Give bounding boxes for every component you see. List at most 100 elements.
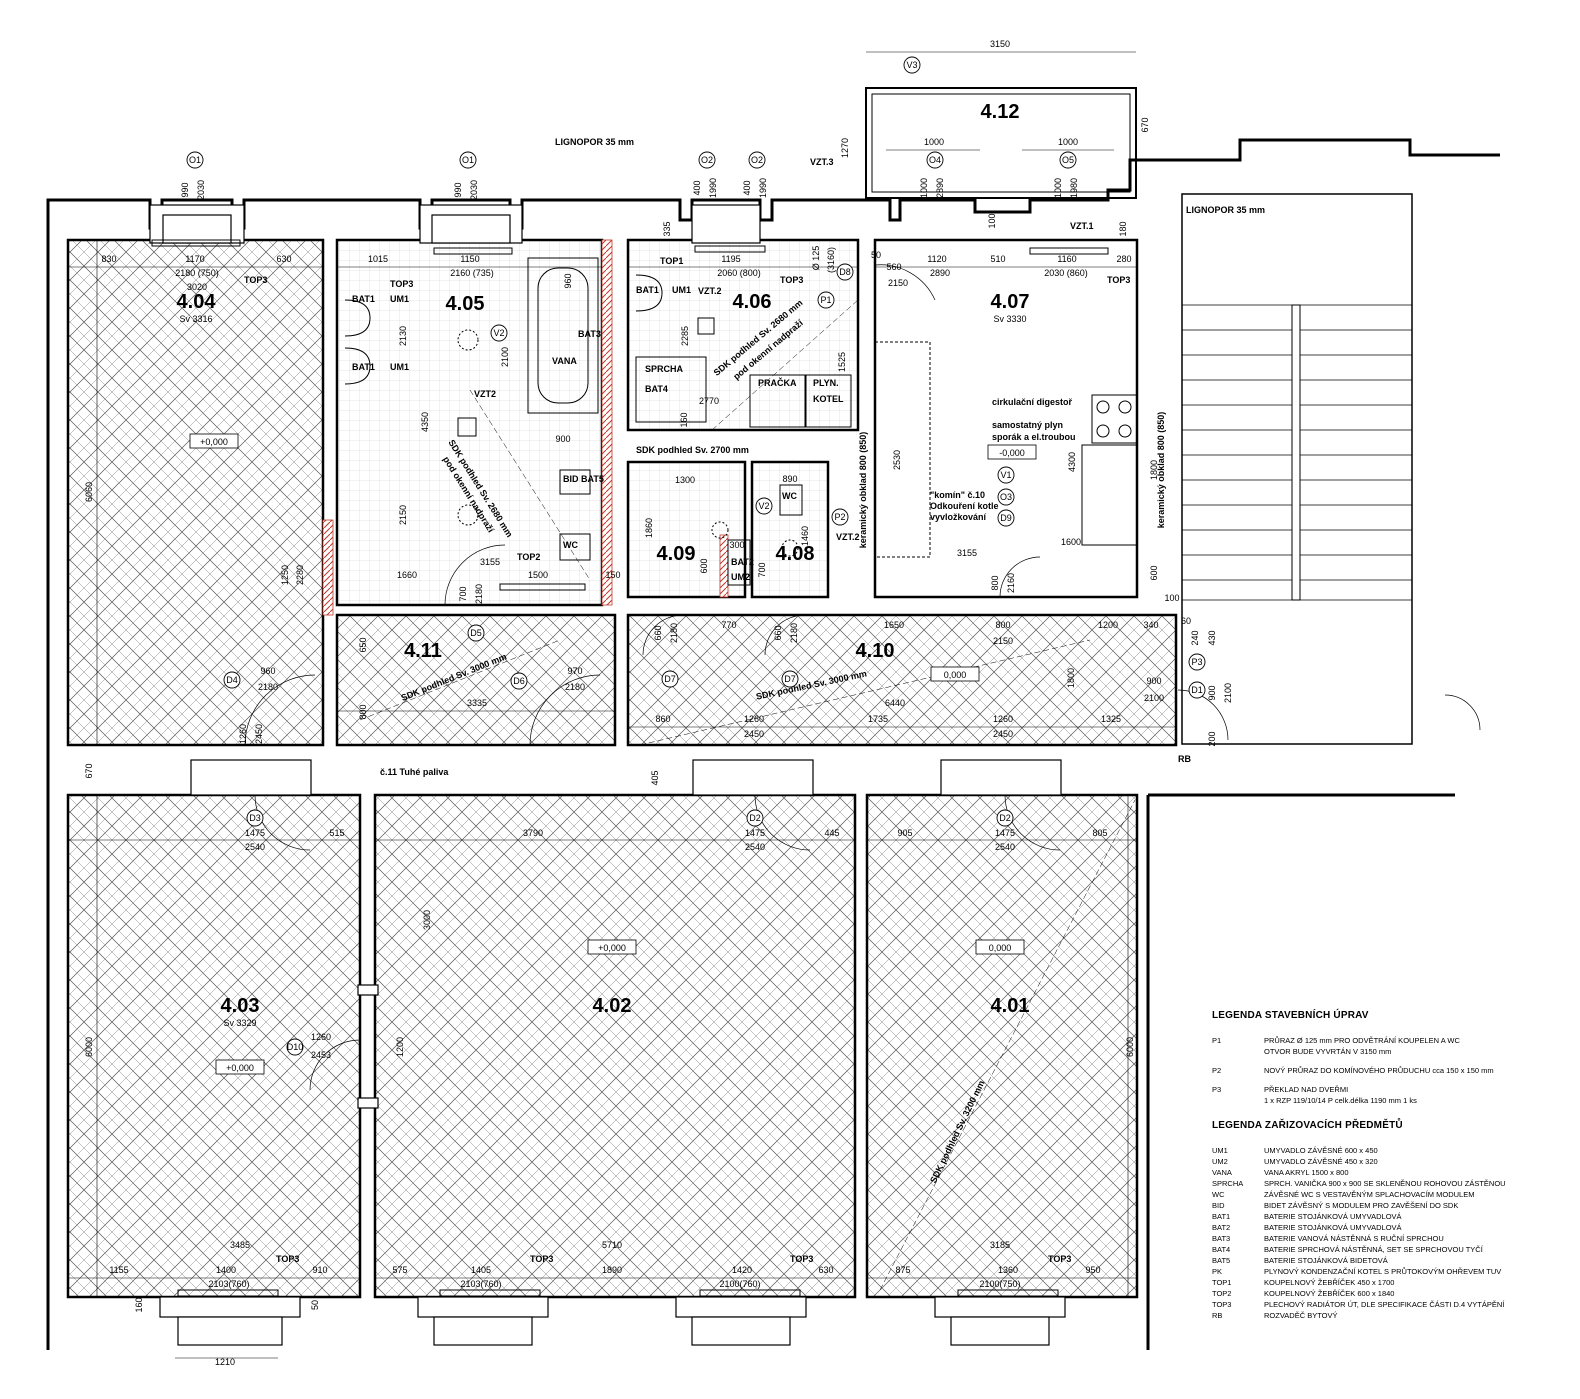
tag-circle [1188,681,1206,699]
dimension-value: 50 [310,1300,320,1310]
dimension-value: 1200 [395,1037,405,1057]
legend-key: BAT3 [1212,1234,1231,1243]
dimension-value: 2180 [789,623,799,643]
plan-annotation: VZT2 [474,389,496,399]
element-tag: O1 [189,155,201,165]
dimension-value: 2450 [744,729,764,739]
element-tag: D5 [470,628,482,638]
dimension-value: 200 [1207,731,1217,746]
dimension-value: 2180 [565,682,585,692]
room-number: 4.11 [404,640,442,662]
element-tag: D9 [1000,513,1012,523]
dimension-value: 900 [1146,676,1161,686]
legend-value: ROZVADĚČ BYTOVÝ [1264,1311,1338,1320]
dimension-value: 2180 [474,584,484,604]
rotated-annotation: keramický obklad 800 (850) [858,432,868,549]
legend-key: BAT4 [1212,1245,1231,1254]
dimension-value: 2540 [745,842,765,852]
dimension-value: 2130 [398,326,408,346]
dimension-value: 1475 [245,828,265,838]
dimension-value: 990 [180,182,190,197]
dimension-value: 430 [1207,630,1217,645]
plan-annotation: PLYN. [813,378,839,388]
dimension-value: 830 [101,254,116,264]
dimension-value: 560 [886,262,901,272]
dimension-value: 700 [458,586,468,601]
plan-annotation: TOP3 [1107,275,1130,285]
legend-key: TOP2 [1212,1289,1232,1298]
dimension-value: 890 [782,474,797,484]
dimension-value: 2890 [930,268,950,278]
legend-key: PK [1212,1267,1223,1276]
dimension-value: 900 [1207,685,1217,700]
dimension-value: 1475 [745,828,765,838]
dimension-value: 445 [824,828,839,838]
floor-fill [68,240,1176,1297]
dimension-value: 1660 [397,570,417,580]
dimension-value: 1260 [311,1032,331,1042]
floor-level: +0,000 [226,1063,254,1073]
legend-key: UM2 [1212,1157,1228,1166]
element-tag: D10 [287,1042,304,1052]
dimension-value: 3000 [422,910,432,930]
dimension-value: 1420 [732,1265,752,1275]
dimension-value: 805 [1092,828,1107,838]
dimension-value: 860 [655,714,670,724]
windows [149,204,1066,1346]
dimension-value: 2103(760) [460,1279,501,1289]
dimension-value: 300 [729,540,744,550]
dimension-value: 4300 [1067,452,1077,472]
radiators [151,239,1109,1297]
legend-key: P2 [1212,1066,1222,1075]
dimension-value: 630 [818,1265,833,1275]
plan-annotation: KOTEL [813,394,844,404]
element-tag: O4 [929,155,941,165]
tag-circle [997,466,1015,484]
element-tag: P1 [820,295,831,305]
legend-key: WC [1212,1190,1225,1199]
dimension-value: 1260 [993,714,1013,724]
legend-key: BID [1212,1201,1225,1210]
dimension-value: 3020 [187,282,207,292]
dimension-value: 2180 [258,682,278,692]
plan-annotation: TOP3 [530,1254,553,1264]
plan-annotation: BAT4 [645,384,668,394]
tag-circle [746,809,764,827]
legend-value: KOUPELNOVÝ ŽEBŘÍČEK 450 x 1700 [1264,1278,1395,1287]
dimension-value: 800 [358,704,368,719]
plan-annotation: vyvložkování [930,512,987,522]
plan-annotation: PRAČKA [758,377,797,388]
dimension-value: 630 [276,254,291,264]
legend-row: BAT5 BATERIE STOJÁNKOVÁ BIDETOVÁ [1212,1255,1572,1266]
legend-value: BATERIE SPRCHOVÁ NÁSTĚNNÁ, SET SE SPRCHO… [1264,1245,1483,1254]
plan-annotation: BID BAT5 [563,474,604,484]
dimension-value: 1735 [868,714,888,724]
plan-annotation: Odkouření kotle [930,501,999,511]
dimension-value: 340 [1143,620,1158,630]
plan-annotation: UM2 [731,572,750,582]
legend-key [1212,1095,1264,1106]
dimension-value: 1000 [924,137,944,147]
dimension-value: 1860 [644,518,654,538]
legend-key: UM1 [1212,1146,1228,1155]
tag-circle [1059,151,1077,169]
dimension-value: 1600 [1061,537,1081,547]
dimension-value: 1800 [1149,460,1159,480]
element-tag: D3 [249,813,261,823]
legend-value: BATERIE STOJÁNKOVÁ BIDETOVÁ [1264,1256,1388,1265]
dimension-value: 960 [260,666,275,676]
dimension-value: 1990 [708,178,718,198]
dimension-value: 60 [1181,616,1191,626]
legend-key: TOP1 [1212,1278,1232,1287]
legend-key: BAT5 [1212,1256,1231,1265]
dimension-value: 335 [662,221,672,236]
element-tag: V3 [906,60,917,70]
dimension-value: 875 [895,1265,910,1275]
dimension-value: 910 [312,1265,327,1275]
dimension-value: 405 [650,770,660,785]
